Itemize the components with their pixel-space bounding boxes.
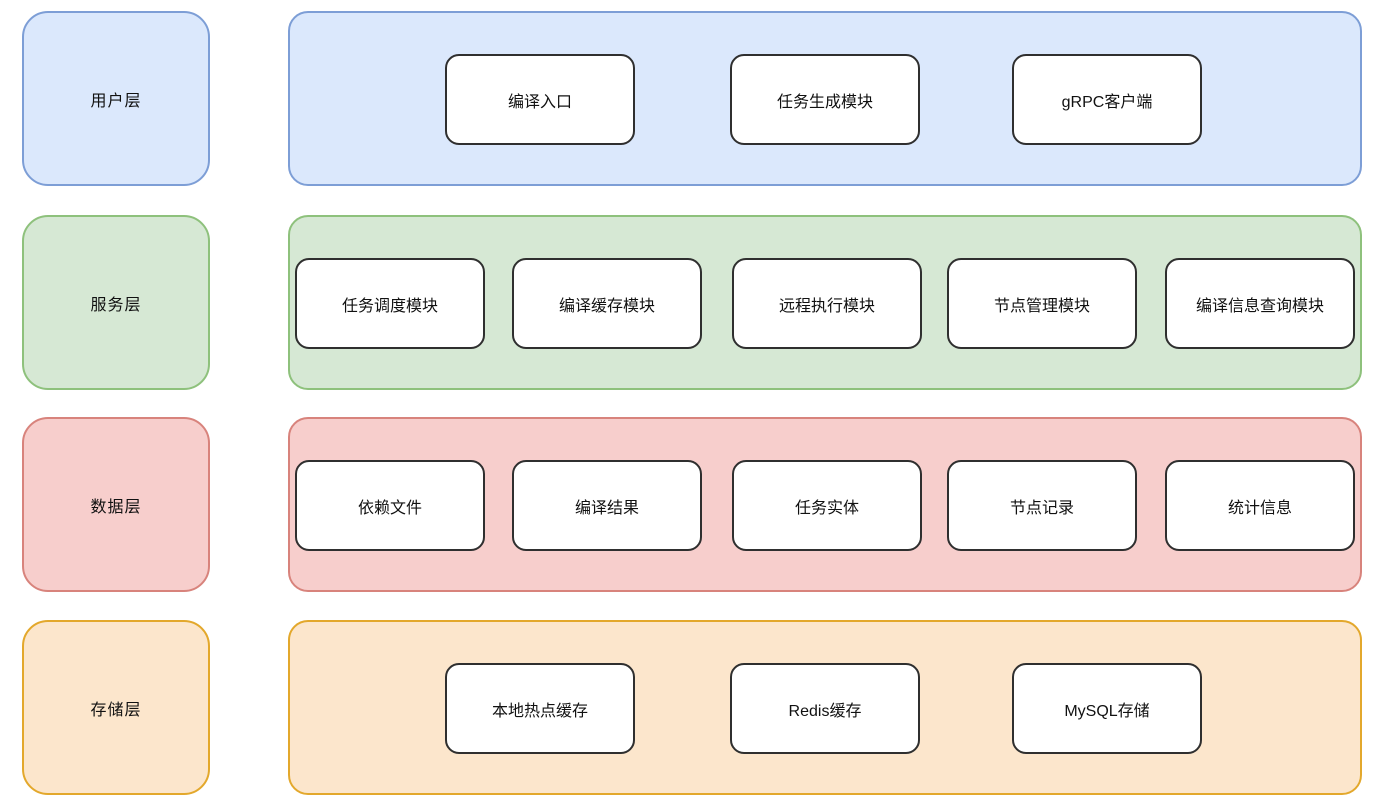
layer-label-user: 用户层 [22,11,210,186]
node-local-hotspot-cache: 本地热点缓存 [445,663,635,754]
node-statistics-info: 统计信息 [1165,460,1355,551]
layer-label-service: 服务层 [22,215,210,390]
node-compile-results: 编译结果 [512,460,702,551]
layer-container-user: 编译入口 任务生成模块 gRPC客户端 [288,11,1362,186]
layer-label-storage: 存储层 [22,620,210,795]
node-node-management-module: 节点管理模块 [947,258,1137,349]
layer-container-service: 任务调度模块 编译缓存模块 远程执行模块 节点管理模块 编译信息查询模块 [288,215,1362,390]
node-remote-execution-module: 远程执行模块 [732,258,922,349]
node-compile-cache-module: 编译缓存模块 [512,258,702,349]
node-compile-entry: 编译入口 [445,54,635,145]
node-grpc-client: gRPC客户端 [1012,54,1202,145]
layer-label-data: 数据层 [22,417,210,592]
node-task-generation-module: 任务生成模块 [730,54,920,145]
node-task-entity: 任务实体 [732,460,922,551]
node-dependency-files: 依赖文件 [295,460,485,551]
layer-container-data: 依赖文件 编译结果 任务实体 节点记录 统计信息 [288,417,1362,592]
node-node-records: 节点记录 [947,460,1137,551]
layer-container-storage: 本地热点缓存 Redis缓存 MySQL存储 [288,620,1362,795]
node-mysql-storage: MySQL存储 [1012,663,1202,754]
node-compile-info-query-module: 编译信息查询模块 [1165,258,1355,349]
node-task-scheduling-module: 任务调度模块 [295,258,485,349]
node-redis-cache: Redis缓存 [730,663,920,754]
